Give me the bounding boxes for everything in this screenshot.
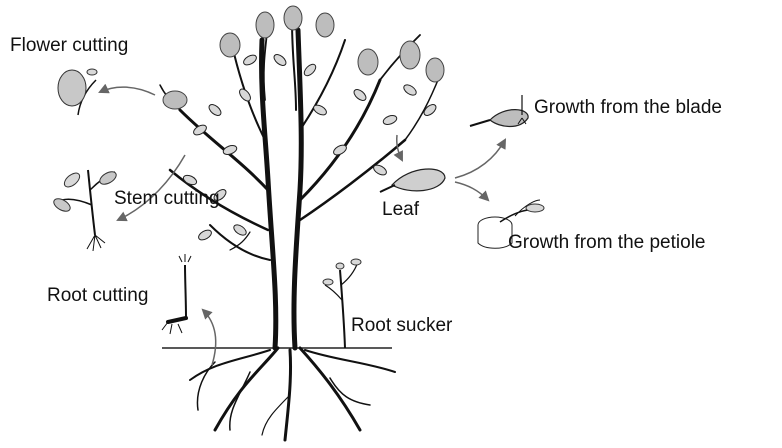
arrow-to-growth-blade: [455, 140, 505, 178]
root-cutting-illustration: [162, 254, 191, 334]
growth-blade-illustration: [470, 95, 528, 127]
flower-cutting-illustration: [58, 69, 97, 115]
flower-cutting-label: Flower cutting: [10, 36, 128, 55]
leaf-illustration: [380, 169, 445, 192]
stem-cutting-label: Stem cutting: [114, 189, 220, 208]
root-sucker-label: Root sucker: [351, 316, 452, 335]
root-cutting-label: Root cutting: [47, 286, 148, 305]
leaf-label: Leaf: [382, 200, 419, 219]
arrow-to-flower-cutting: [100, 87, 155, 95]
tree-roots: [190, 348, 395, 440]
growth-petiole-label: Growth from the petiole: [508, 233, 705, 252]
stem-cutting-illustration: [52, 169, 119, 251]
growth-blade-label: Growth from the blade: [534, 98, 722, 117]
arrow-to-growth-petiole: [455, 182, 488, 200]
arrow-to-root-cutting: [203, 310, 216, 365]
arrow-to-leaf: [397, 135, 402, 160]
tree-flower-clusters: [163, 6, 444, 109]
